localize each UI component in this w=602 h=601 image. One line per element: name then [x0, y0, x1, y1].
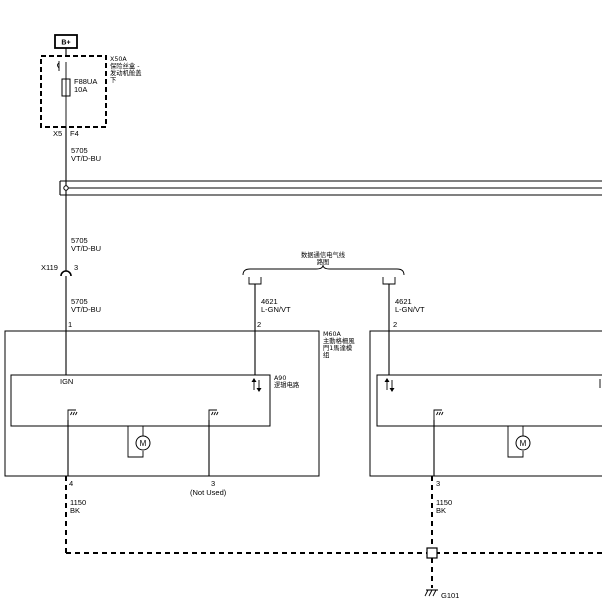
ground-name: G101 — [441, 591, 459, 600]
ground-right-color: BK — [436, 506, 446, 515]
bidirectional-arrow-icon-2 — [384, 378, 395, 392]
bus-left-color: L-GN/VT — [261, 305, 291, 314]
internal-ground-icon-module-2 — [433, 409, 444, 420]
fuse-block-desc-2: 发动机舱盖 — [110, 68, 142, 77]
fuse-name: F88UA — [74, 77, 97, 86]
module-desc-1: 主動格柵風 — [323, 336, 355, 345]
fuse-connector-label: X5 — [53, 129, 62, 138]
splice-dot — [63, 185, 69, 191]
bus-connector-right — [382, 277, 396, 285]
module-2-pin-2: 2 — [393, 320, 397, 329]
wire-2-circuit: 5705 — [71, 236, 88, 245]
bus-right-color: L-GN/VT — [395, 305, 425, 314]
fuse-rating: 10A — [74, 85, 87, 94]
inline-connector-x119 — [60, 270, 72, 277]
module-pin-3: 3 — [211, 479, 215, 488]
chassis-ground-icon — [424, 589, 438, 597]
module-2-logic-outline — [376, 374, 602, 427]
module-m60a-outline — [4, 330, 320, 477]
fuse-connector-pin: F4 — [70, 129, 79, 138]
wire-1-circuit: 5705 — [71, 146, 88, 155]
pin-3-not-used: (Not Used) — [190, 488, 227, 497]
module-desc-2: 門1馬達模 — [323, 343, 353, 352]
module-desc-3: 组 — [323, 350, 330, 359]
motor-2-symbol: M — [520, 439, 527, 448]
inline-connector-label: X119 — [41, 263, 58, 272]
motor-2-wiring — [507, 426, 524, 458]
inline-connector-pin: 3 — [74, 263, 78, 272]
fuse-block-desc-3: 下 — [110, 76, 116, 84]
module-pin-1: 1 — [68, 320, 72, 329]
ground-left-circuit: 1150 — [70, 498, 86, 507]
wire-3-color: VT/D-BU — [71, 305, 101, 314]
data-bus-bracket — [242, 264, 405, 276]
wire-3-circuit: 5705 — [71, 297, 88, 306]
ground-right-circuit: 1150 — [436, 498, 452, 507]
module-pin-4: 4 — [69, 479, 73, 488]
data-bus-title-2: 路图 — [317, 257, 330, 266]
module-pin-2: 2 — [257, 320, 261, 329]
module-name: M60A — [323, 331, 341, 338]
logic-name: A90 — [274, 375, 286, 382]
fuse-block-outline — [40, 55, 107, 128]
bus-right-circuit: 4621 — [395, 297, 412, 306]
module-2-pin-3: 3 — [436, 479, 440, 488]
logic-circuit-a90 — [10, 374, 271, 427]
data-bus-title-1: 数据通信电气线 — [301, 250, 346, 259]
bidirectional-arrow-icon — [251, 378, 262, 392]
ground-left-color: BK — [70, 506, 80, 515]
wire-1-color: VT/D-BU — [71, 154, 101, 163]
ign-label: IGN — [60, 377, 73, 386]
battery-positive-label: B+ — [61, 40, 70, 47]
bus-connector-left — [248, 277, 262, 285]
module-2-outline — [369, 330, 602, 477]
motor-wiring — [127, 426, 144, 458]
logic-desc: 逻辑电路 — [274, 380, 300, 389]
fuse-block-bus-hook — [57, 61, 60, 71]
internal-ground-icon-left — [67, 409, 78, 420]
internal-ground-icon-right — [208, 409, 219, 420]
bus-left-circuit: 4621 — [261, 297, 278, 306]
fuse-block-label: X50A — [110, 56, 127, 63]
fuse-block-desc-1: 保险丝盒 - — [110, 61, 139, 70]
ground-splice — [426, 547, 438, 559]
wire-2-color: VT/D-BU — [71, 244, 101, 253]
motor-symbol: M — [140, 439, 147, 448]
